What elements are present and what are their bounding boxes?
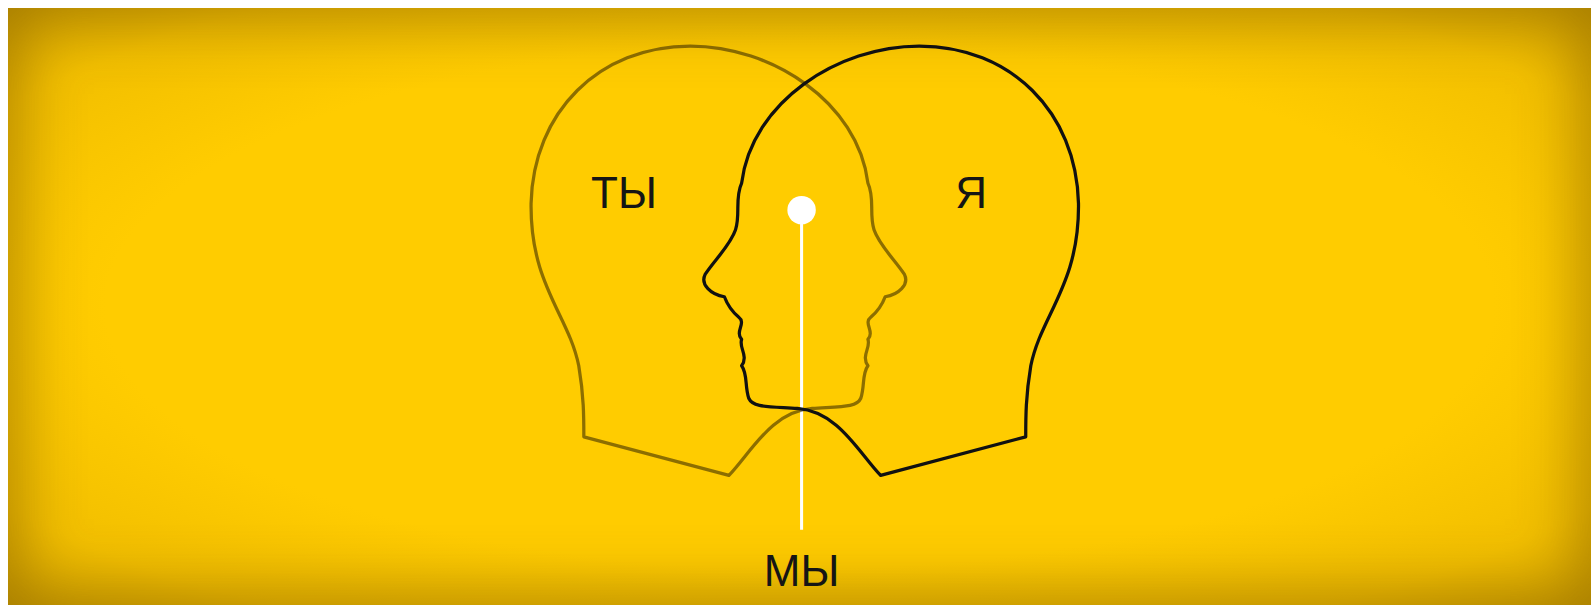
head-outline [698, 41, 1084, 479]
head-label: Я [955, 171, 987, 215]
head-outline [526, 41, 912, 479]
yellow-background [8, 8, 1591, 605]
callout-label: МЫ [764, 549, 840, 593]
meeting-dot [787, 196, 815, 224]
left-head: ТЫ [526, 41, 912, 479]
head-label: ТЫ [591, 171, 657, 215]
leader-line [800, 213, 803, 530]
head-profile [704, 46, 1079, 475]
right-head: Я [698, 41, 1084, 479]
head-profile [531, 46, 906, 475]
